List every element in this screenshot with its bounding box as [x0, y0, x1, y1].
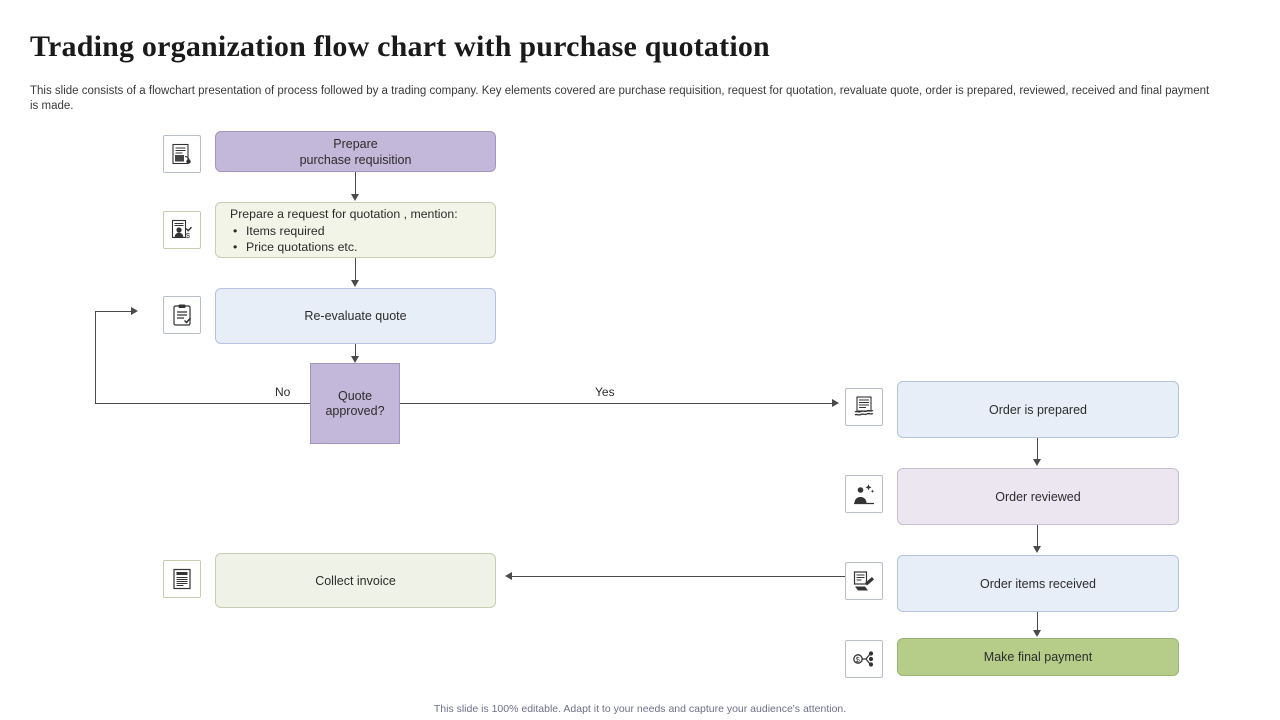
page-title: Trading organization flow chart with pur…: [30, 30, 770, 63]
node-final-payment: Make final payment: [897, 638, 1179, 676]
node-prepare-requisition: Prepare purchase requisition: [215, 131, 496, 172]
decision-line1: Quote: [337, 388, 373, 403]
arrowhead-quotation-to-reevaluate: [351, 280, 359, 287]
clipboard-checklist-icon: [170, 303, 194, 327]
connector-no-horizontal: [95, 403, 310, 404]
person-quote-icon: $: [170, 218, 194, 242]
connector-reevaluate-to-decision: [355, 344, 356, 357]
arrowhead-prepared-to-reviewed: [1033, 459, 1041, 466]
icon-tile-order-received: [845, 562, 883, 600]
arrowhead-reviewed-to-received: [1033, 546, 1041, 553]
edge-label-no: No: [275, 385, 291, 399]
connector-no-vertical: [95, 311, 96, 404]
connector-quotation-to-reevaluate: [355, 258, 356, 281]
icon-tile-invoice: [163, 560, 201, 598]
connector-requisition-to-quotation: [355, 172, 356, 195]
node-collect-invoice: Collect invoice: [215, 553, 496, 608]
arrowhead-received-to-invoice: [505, 571, 512, 580]
svg-text:$: $: [856, 655, 861, 664]
node-order-reviewed: Order reviewed: [897, 468, 1179, 525]
connector-received-to-invoice: [512, 576, 845, 577]
document-requisition-icon: [170, 142, 194, 166]
connector-prepared-to-reviewed: [1037, 438, 1038, 460]
rfq-bullet-1: Items required: [230, 223, 486, 240]
decision-line2: approved?: [325, 403, 385, 418]
node-reevaluate-quote: Re-evaluate quote: [215, 288, 496, 344]
arrowhead-requisition-to-quotation: [351, 194, 359, 201]
arrowhead-no-loop: [131, 306, 138, 315]
slide-footer: This slide is 100% editable. Adapt it to…: [433, 703, 847, 715]
node-decision-quote-approved: Quote approved?: [310, 363, 400, 444]
arrowhead-reevaluate-to-decision: [351, 356, 359, 363]
icon-tile-quotation: $: [163, 211, 201, 249]
package-received-icon: [852, 569, 876, 593]
node-prepare-requisition-line2: purchase requisition: [299, 152, 412, 167]
connector-received-to-payment: [1037, 612, 1038, 631]
node-prepare-requisition-line1: Prepare: [333, 136, 378, 151]
edge-label-yes: Yes: [595, 385, 615, 399]
svg-text:$: $: [186, 233, 190, 240]
rfq-bullet-2: Price quotations etc.: [230, 239, 486, 256]
icon-tile-requisition: [163, 135, 201, 173]
connector-reviewed-to-received: [1037, 525, 1038, 547]
icon-tile-final-payment: $: [845, 640, 883, 678]
connector-no-into-reevaluate: [95, 311, 133, 312]
node-request-quotation-text: Prepare a request for quotation , mentio…: [230, 206, 486, 256]
connector-yes-horizontal: [400, 403, 834, 404]
node-order-received: Order items received: [897, 555, 1179, 612]
icon-tile-order-prepared: [845, 388, 883, 426]
rfq-heading: Prepare a request for quotation , mentio…: [230, 207, 458, 221]
payment-network-icon: $: [852, 647, 876, 671]
document-stack-icon: [852, 395, 876, 419]
review-star-icon: [852, 482, 876, 506]
node-order-prepared: Order is prepared: [897, 381, 1179, 438]
slide-description: This slide consists of a flowchart prese…: [30, 85, 1210, 112]
invoice-icon: [170, 567, 194, 591]
arrowhead-yes: [832, 398, 839, 407]
icon-tile-clipboard: [163, 296, 201, 334]
arrowhead-received-to-payment: [1033, 630, 1041, 637]
icon-tile-order-reviewed: [845, 475, 883, 513]
